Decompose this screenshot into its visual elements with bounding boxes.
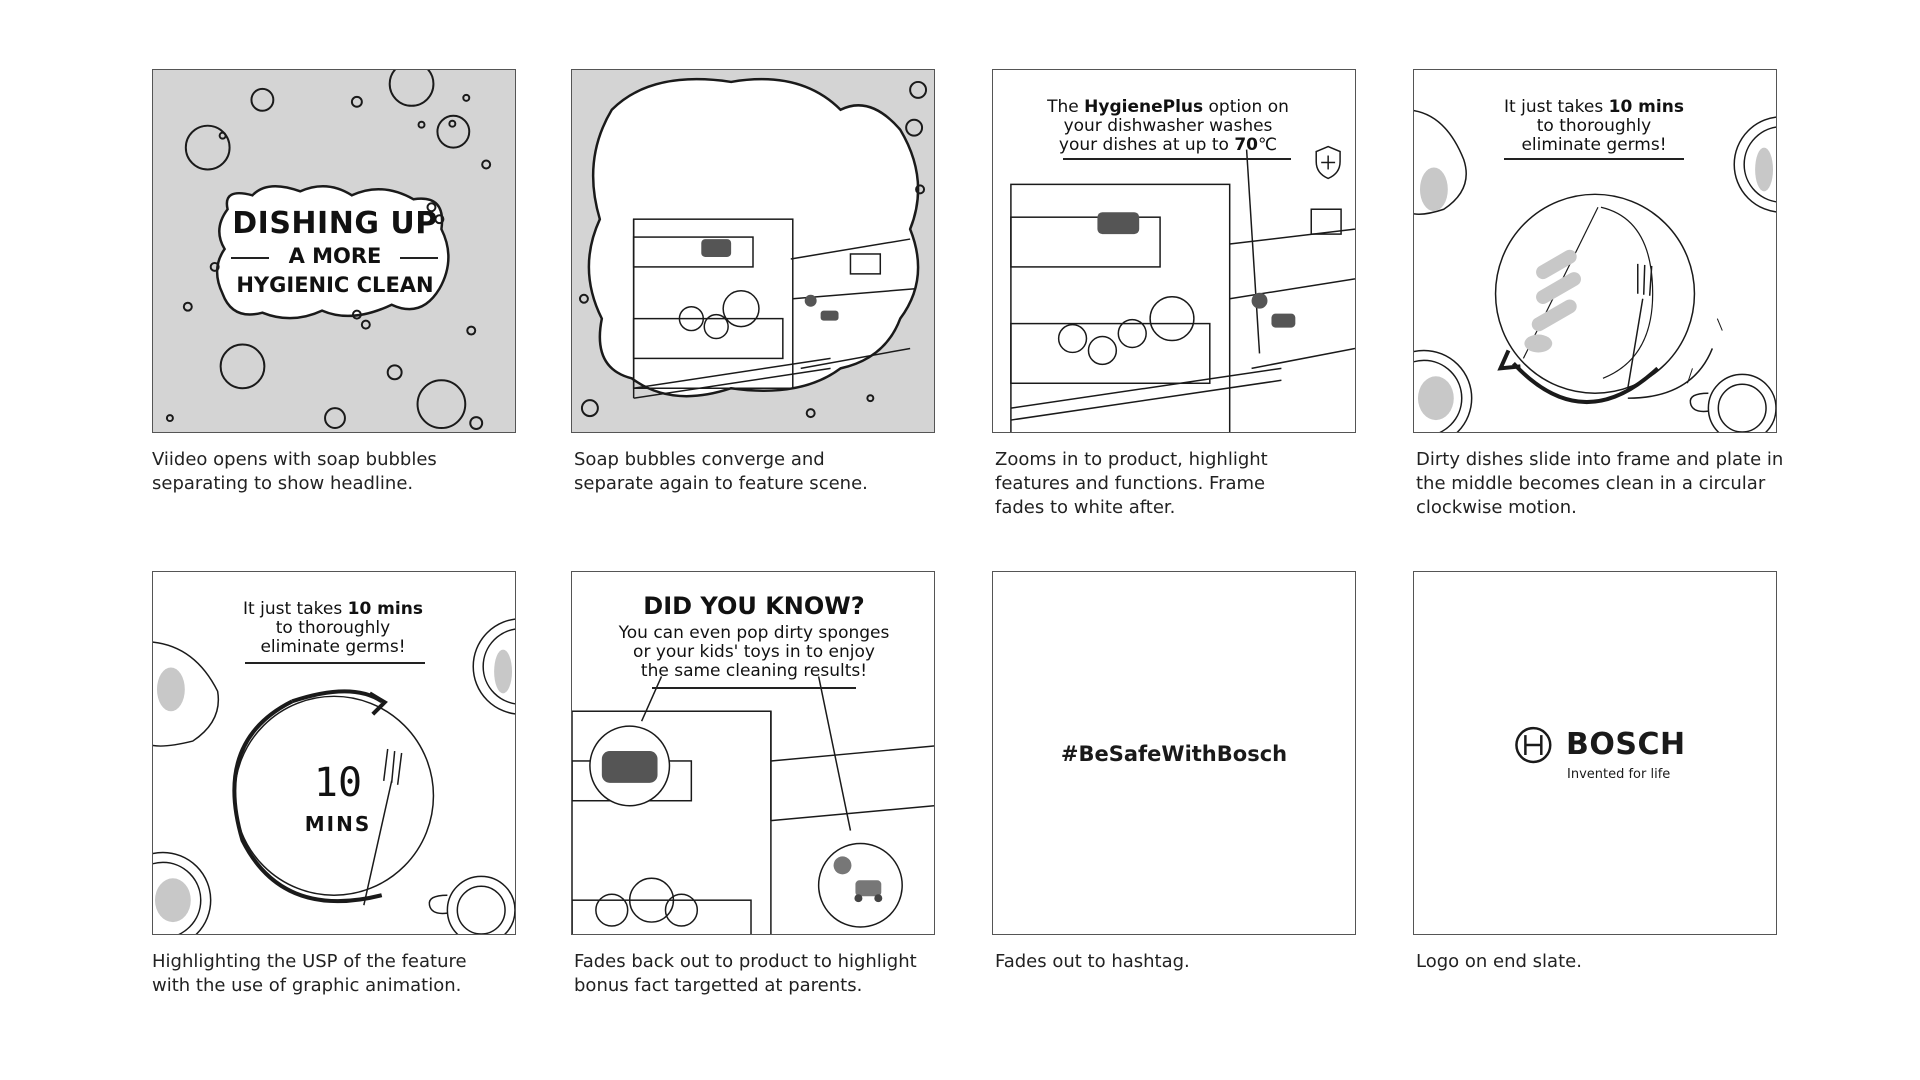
dishwasher-reveal-illustration xyxy=(572,70,934,432)
overlay-text: It just takes xyxy=(1504,97,1609,117)
storyboard-frame-7: #BeSafeWithBosch xyxy=(992,571,1356,935)
caption-line: Fades out to hashtag. xyxy=(995,951,1190,972)
overlay-underline xyxy=(245,662,425,664)
caption-line: Viideo opens with soap bubbles xyxy=(152,449,437,470)
caption-line: Dirty dishes slide into frame and plate … xyxy=(1416,449,1784,470)
caption-line: with the use of graphic animation. xyxy=(152,975,462,996)
overlay-bold: 10 mins xyxy=(1608,97,1684,117)
overlay-line-1: The HygienePlus option on xyxy=(1023,98,1313,117)
overlay-text: ℃ xyxy=(1258,135,1278,155)
overlay-line-1: It just takes 10 mins xyxy=(213,600,453,619)
caption-frame-2: Soap bubbles converge and separate again… xyxy=(574,448,954,496)
overlay-line-3: your dishes at up to 70℃ xyxy=(1023,136,1313,155)
storyboard-frame-1: DISHING UP A MORE HYGIENIC CLEAN xyxy=(152,69,516,433)
plate-unit: MINS xyxy=(304,812,372,836)
ten-mins-overlay: It just takes 10 mins to thoroughly elim… xyxy=(1474,98,1714,155)
headline-line-1: DISHING UP xyxy=(232,206,438,241)
overlay-line-1: It just takes 10 mins xyxy=(1474,98,1714,117)
ten-mins-overlay: It just takes 10 mins to thoroughly elim… xyxy=(213,600,453,657)
storyboard-frame-3: The HygienePlus option on your dishwashe… xyxy=(992,69,1356,433)
overlay-underline xyxy=(1063,158,1291,160)
overlay-text: your dishes at up to xyxy=(1058,135,1235,155)
soap-bubbles-illustration xyxy=(165,70,492,431)
sponge-toy-dishwasher-illustration xyxy=(572,676,934,934)
caption-line: Fades back out to product to highlight xyxy=(574,951,917,972)
caption-line: Highlighting the USP of the feature xyxy=(152,951,467,972)
caption-line: fades to white after. xyxy=(995,497,1176,518)
headline-line-2: A MORE xyxy=(288,244,382,268)
caption-frame-5: Highlighting the USP of the feature with… xyxy=(152,950,532,998)
overlay-line-2: or your kids' toys in to enjoy xyxy=(633,642,875,662)
plate-number: 10 xyxy=(313,760,363,806)
headline-line-3: HYGIENIC CLEAN xyxy=(236,273,434,297)
storyboard-frame-6: DID YOU KNOW? You can even pop dirty spo… xyxy=(571,571,935,935)
bosch-armature-icon xyxy=(1515,726,1552,764)
caption-line: Soap bubbles converge and xyxy=(574,449,825,470)
storyboard-frame-2 xyxy=(571,69,935,433)
caption-line: Zooms in to product, highlight xyxy=(995,449,1268,470)
overlay-bold: 10 mins xyxy=(347,599,423,619)
caption-frame-3: Zooms in to product, highlight features … xyxy=(995,448,1375,520)
caption-frame-8: Logo on end slate. xyxy=(1416,950,1796,974)
headline-rule-right xyxy=(400,257,438,259)
caption-line: the middle becomes clean in a circular xyxy=(1416,473,1766,494)
caption-frame-1: Viideo opens with soap bubbles separatin… xyxy=(152,448,532,496)
bosch-logo-word: BOSCH xyxy=(1566,727,1686,762)
overlay-line-2: to thoroughly xyxy=(275,618,391,638)
shield-icon xyxy=(1315,145,1341,180)
dishwasher-zoom-illustration xyxy=(1010,145,1355,432)
caption-line: clockwise motion. xyxy=(1416,497,1577,518)
storyboard-frame-5: It just takes 10 mins to thoroughly elim… xyxy=(152,571,516,935)
storyboard-frame-8: BOSCH Invented for life xyxy=(1413,571,1777,935)
overlay-bold: HygienePlus xyxy=(1084,97,1204,117)
hashtag-text: #BeSafeWithBosch xyxy=(1060,742,1288,766)
hygieneplus-overlay: The HygienePlus option on your dishwashe… xyxy=(1023,98,1313,155)
overlay-bold: 70 xyxy=(1234,135,1258,155)
bosch-tagline: Invented for life xyxy=(1567,767,1671,782)
caption-line: separate again to feature scene. xyxy=(574,473,868,494)
plate-cleaning-illustration xyxy=(1414,109,1776,432)
caption-line: features and functions. Frame xyxy=(995,473,1266,494)
overlay-line-3: the same cleaning results! xyxy=(640,661,868,681)
storyboard-frame-4: It just takes 10 mins to thoroughly elim… xyxy=(1413,69,1777,433)
caption-frame-6: Fades back out to product to highlight b… xyxy=(574,950,974,998)
caption-frame-4: Dirty dishes slide into frame and plate … xyxy=(1416,448,1816,520)
overlay-text: option on xyxy=(1203,97,1289,117)
overlay-line-1: You can even pop dirty sponges xyxy=(618,623,890,643)
overlay-line-2: your dishwasher washes xyxy=(1063,116,1273,136)
ten-minute-plate-illustration xyxy=(153,618,515,934)
overlay-text: It just takes xyxy=(243,599,348,619)
overlay-line-2: to thoroughly xyxy=(1536,116,1652,136)
overlay-underline xyxy=(652,687,856,689)
headline-rule-left xyxy=(231,257,269,259)
caption-line: bonus fact targetted at parents. xyxy=(574,975,863,996)
overlay-text: The xyxy=(1047,97,1085,117)
did-you-know-title: DID YOU KNOW? xyxy=(643,592,865,620)
did-you-know-body: You can even pop dirty sponges or your k… xyxy=(602,624,906,681)
overlay-line-3: eliminate germs! xyxy=(1521,135,1667,155)
overlay-underline xyxy=(1504,158,1684,160)
caption-line: separating to show headline. xyxy=(152,473,414,494)
overlay-line-3: eliminate germs! xyxy=(260,637,406,657)
caption-frame-7: Fades out to hashtag. xyxy=(995,950,1375,974)
caption-line: Logo on end slate. xyxy=(1416,951,1582,972)
